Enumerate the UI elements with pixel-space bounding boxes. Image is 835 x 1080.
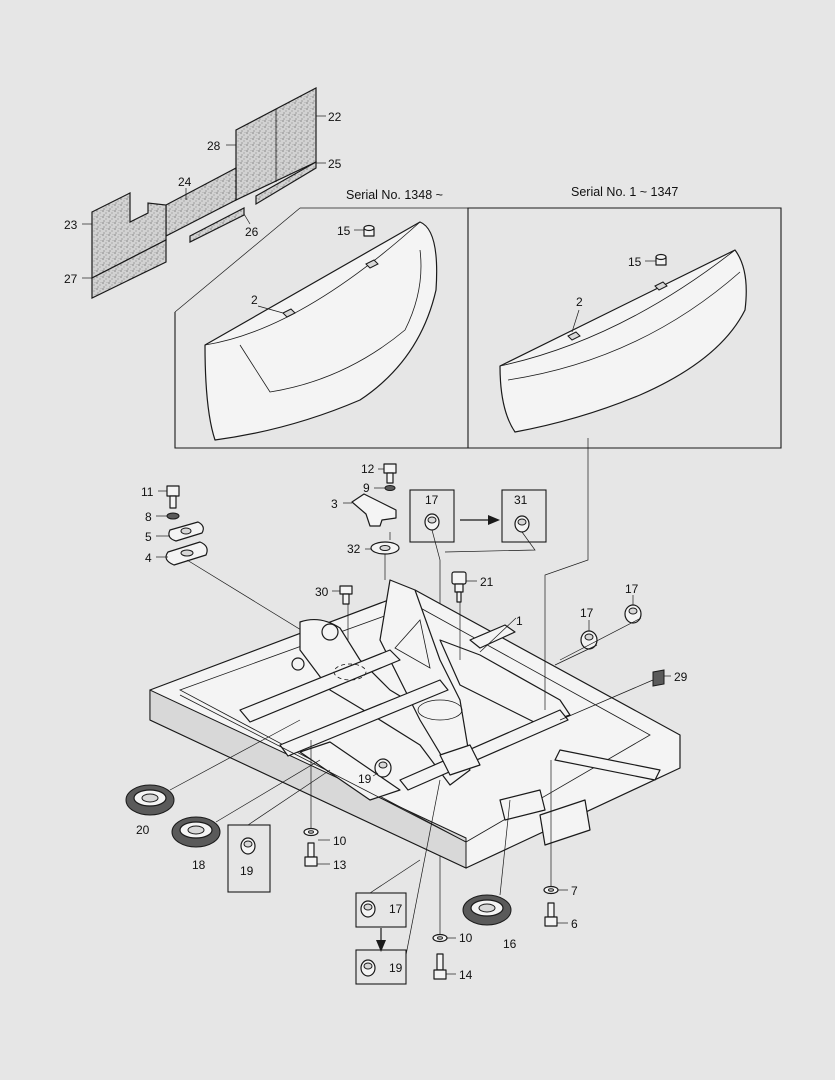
part-17-bushings <box>554 604 642 666</box>
callout-10-right: 10 <box>459 931 473 945</box>
callout-10-left: 10 <box>333 834 347 848</box>
callout-2-old: 2 <box>576 295 583 309</box>
callout-20: 20 <box>136 823 150 837</box>
callout-26: 26 <box>245 225 259 239</box>
rubber-mounts <box>125 719 512 926</box>
callout-9: 9 <box>363 481 370 495</box>
serial-label-old: Serial No. 1 ~ 1347 <box>571 185 678 199</box>
callout-24: 24 <box>178 175 192 189</box>
callout-17-bottom: 17 <box>389 902 403 916</box>
callout-2-new: 2 <box>251 293 258 307</box>
callout-19-frame: 19 <box>358 772 372 786</box>
callout-18: 18 <box>192 858 206 872</box>
callout-27: 27 <box>64 272 78 286</box>
part-19-mount-inner <box>374 758 392 778</box>
callout-29: 29 <box>674 670 688 684</box>
callout-31: 31 <box>514 493 528 507</box>
foam-pad-24 <box>165 167 237 237</box>
callout-12: 12 <box>361 462 375 476</box>
callout-7: 7 <box>571 884 578 898</box>
callout-30: 30 <box>315 585 329 599</box>
callout-23: 23 <box>64 218 78 232</box>
mount-16 <box>462 799 512 926</box>
callout-17-box: 17 <box>425 493 439 507</box>
callout-25: 25 <box>328 157 342 171</box>
callout-6: 6 <box>571 917 578 931</box>
callout-8: 8 <box>145 510 152 524</box>
counterweight-new <box>204 221 438 441</box>
callout-21: 21 <box>480 575 494 589</box>
callout-28: 28 <box>207 139 221 153</box>
foam-pad-group <box>91 87 317 299</box>
mount-20 <box>125 719 301 816</box>
callout-17-frame-b: 17 <box>625 582 639 596</box>
callout-1: 1 <box>516 614 523 628</box>
part-21-latch <box>451 571 467 603</box>
callout-11: 11 <box>141 485 154 499</box>
part-30-bolt <box>339 585 353 605</box>
callout-4: 4 <box>145 551 152 565</box>
callout-15-old: 15 <box>628 255 642 269</box>
panel-leaders <box>347 438 589 710</box>
callout-19-box: 19 <box>240 864 254 878</box>
foam-pad-27 <box>91 239 167 299</box>
callout-19-bottom: 19 <box>389 961 403 975</box>
hardware-center-top <box>351 463 400 580</box>
foam-pad-25 <box>255 160 317 206</box>
main-frame <box>149 579 681 869</box>
callout-22: 22 <box>328 110 342 124</box>
mount-18 <box>171 759 321 848</box>
callout-labels: Serial No. 1348 ~ Serial No. 1 ~ 1347 22… <box>64 110 688 982</box>
callout-3: 3 <box>331 497 338 511</box>
part-29-tag <box>559 669 665 721</box>
callout-16: 16 <box>503 937 517 951</box>
serial-panels <box>174 207 782 449</box>
replacement-17-to-19 <box>355 779 441 985</box>
callout-13: 13 <box>333 858 347 872</box>
box-19-left <box>227 769 331 893</box>
callout-14: 14 <box>459 968 473 982</box>
bolts-washers <box>303 740 559 980</box>
callout-32: 32 <box>347 542 361 556</box>
foam-pad-26 <box>189 207 245 243</box>
callout-15-new: 15 <box>337 224 351 238</box>
serial-label-new: Serial No. 1348 ~ <box>346 188 443 202</box>
counterweight-old <box>499 249 747 433</box>
callout-17-frame-a: 17 <box>580 606 594 620</box>
callout-5: 5 <box>145 530 152 544</box>
